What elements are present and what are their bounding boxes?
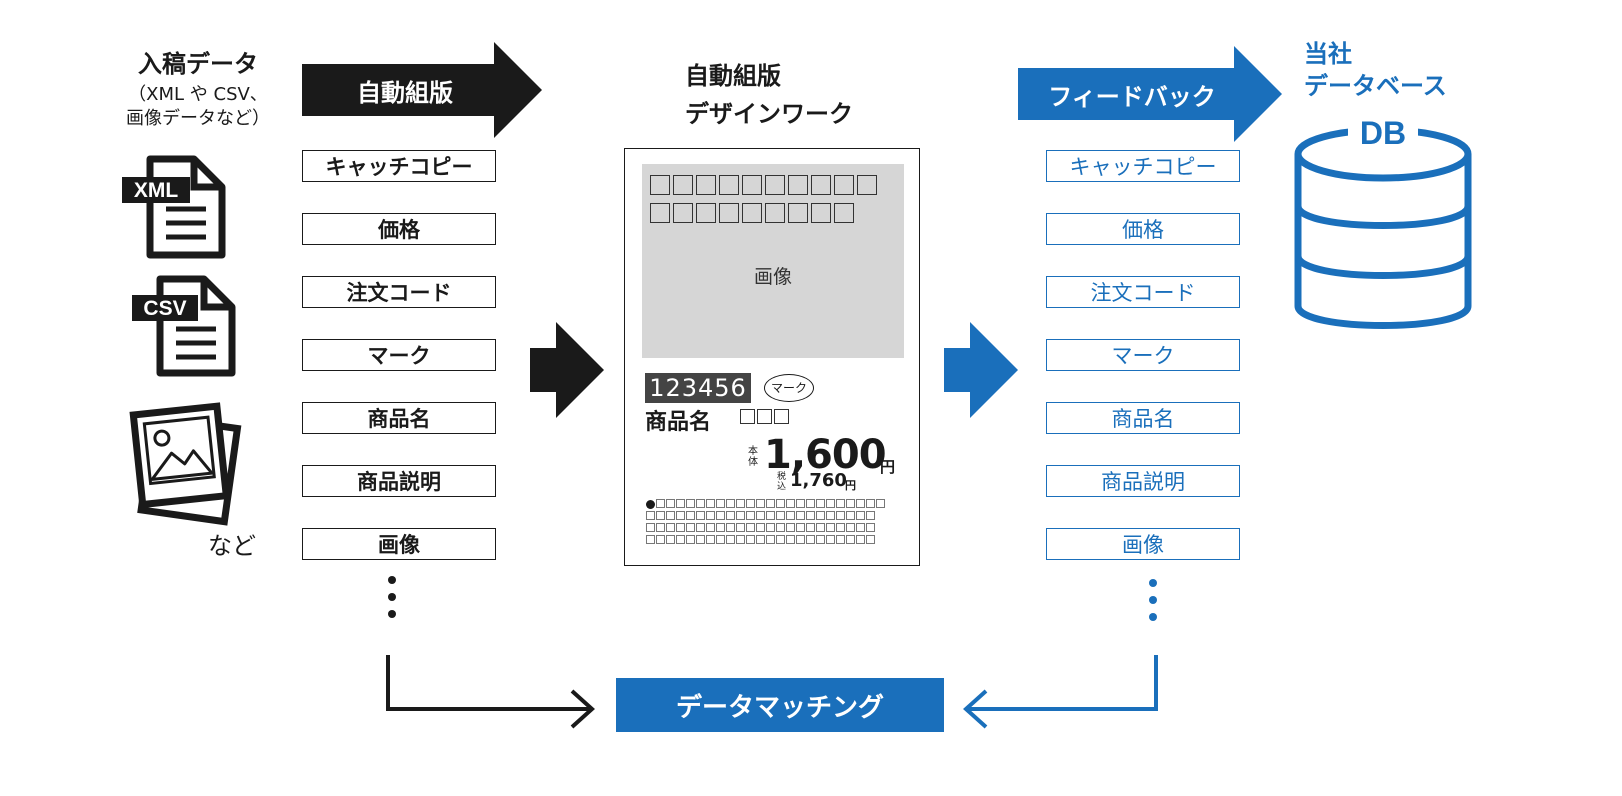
price-tax-value: 1,760	[790, 470, 847, 491]
left-field-mark: マーク	[302, 339, 496, 371]
description-bullet	[646, 500, 655, 509]
etc-label: など	[208, 532, 256, 560]
auto-typeset-label: 自動組版	[357, 78, 453, 107]
mark-badge: マーク	[764, 374, 814, 402]
xml-label: XML	[134, 179, 179, 202]
left-field-description: 商品説明	[302, 465, 496, 497]
data-matching-banner	[616, 678, 944, 732]
price-prefix: 本体	[748, 446, 758, 468]
right-ellipsis-dots	[1149, 579, 1157, 621]
source-subtitle-1: （XML や CSV、	[128, 84, 268, 105]
db-title-1: 当社	[1304, 40, 1352, 68]
layout-image-area	[642, 164, 904, 358]
db-title-2: データベース	[1304, 72, 1447, 100]
feedback-arrow	[1018, 46, 1282, 142]
description-placeholder-grid	[646, 499, 906, 547]
left-field-order-code: 注文コード	[302, 276, 496, 308]
left-field-product-name: 商品名	[302, 402, 496, 434]
right-field-product-name: 商品名	[1046, 402, 1240, 434]
left-field-image: 画像	[302, 528, 496, 560]
data-matching-label: データマッチング	[675, 692, 884, 723]
photo-icon	[129, 402, 242, 526]
catchcopy-placeholder-row-1	[650, 175, 880, 195]
feedback-label: フィードバック	[1048, 82, 1216, 111]
price-unit: 円	[880, 458, 896, 476]
layout-sample-frame	[624, 148, 920, 566]
right-field-price: 価格	[1046, 213, 1240, 245]
product-name-squares	[740, 409, 789, 424]
csv-file-icon: CSV	[132, 275, 236, 377]
left-ellipsis-dots	[388, 576, 396, 618]
center-right-arrow-icon	[944, 322, 1018, 418]
auto-typeset-arrow	[302, 42, 542, 138]
right-field-mark: マーク	[1046, 339, 1240, 371]
bottom-left-connector	[386, 655, 595, 729]
database-icon: DB	[1294, 115, 1472, 329]
tax-label: 税込	[777, 472, 787, 492]
right-field-order-code: 注文コード	[1046, 276, 1240, 308]
right-field-catchcopy: キャッチコピー	[1046, 150, 1240, 182]
layout-image-label: 画像	[753, 266, 792, 288]
source-title: 入稿データ	[138, 50, 258, 78]
center-title-1: 自動組版	[685, 62, 781, 90]
source-subtitle-2: 画像データなど）	[126, 108, 270, 129]
price-tax-unit: 円	[845, 479, 856, 492]
bottom-right-connector	[963, 655, 1158, 729]
price-value: 1,600	[764, 432, 887, 478]
db-label: DB	[1360, 115, 1406, 151]
right-field-description: 商品説明	[1046, 465, 1240, 497]
order-code-box: 123456	[645, 373, 751, 403]
layout-product-name: 商品名	[645, 410, 712, 435]
xml-file-icon: XML	[122, 155, 226, 259]
right-field-image: 画像	[1046, 528, 1240, 560]
catchcopy-placeholder-row-2	[650, 203, 857, 223]
center-title-2: デザインワーク	[685, 100, 853, 128]
left-field-catchcopy: キャッチコピー	[302, 150, 496, 182]
left-field-price: 価格	[302, 213, 496, 245]
csv-label: CSV	[143, 297, 186, 320]
center-left-arrow-icon	[530, 322, 604, 418]
